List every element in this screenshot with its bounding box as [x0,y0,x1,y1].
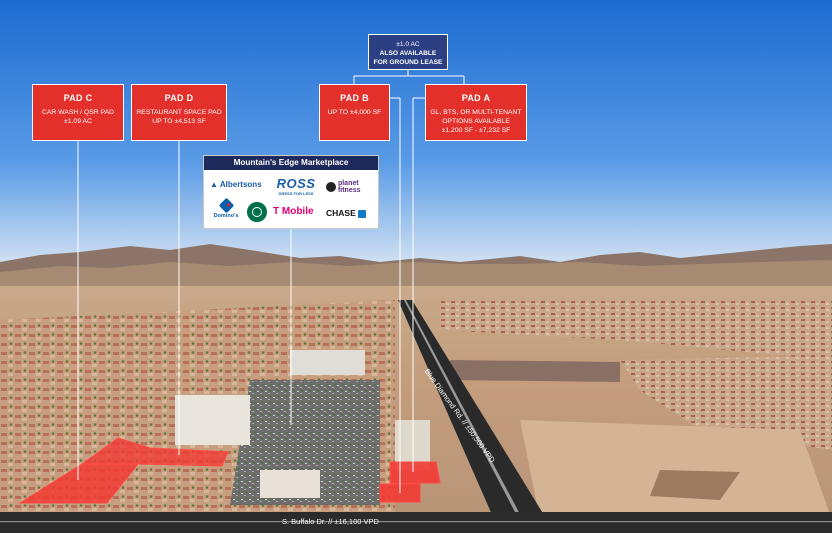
ground-lease-acreage: ±1.0 AC [396,41,420,48]
pad-d-title: PAD D [164,93,194,103]
residential-east [620,356,832,450]
anchor-building [290,350,365,375]
ross-wordmark: ROSS [276,176,316,191]
blue-diamond-road [398,300,555,533]
chase-wordmark: CHASE [326,208,356,218]
planet-fitness-logo: planet fitness [326,180,378,194]
vacant-desert-lot [520,420,832,520]
pad-d-use: RESTAURANT SPACE PAD [136,109,222,116]
dominos-logo: Domino's [210,197,242,219]
buffalo-road [0,512,832,533]
pad-b-callout: PAD B UP TO ±4,000 SF [319,84,390,141]
pad-c-title: PAD C [63,93,93,103]
ground-lease-line3: FOR GROUND LEASE [373,59,443,66]
apartments-east [450,360,620,382]
chase-logo: CHASE [326,208,367,218]
road-median [404,300,530,533]
pad-a-site [389,461,441,484]
starbucks-siren-icon [247,202,267,222]
ground-lease-line2: ALSO AVAILABLE [379,50,437,57]
pad-a-title: PAD A [461,93,491,103]
pad-d-size: UP TO ±4,513 SF [152,118,206,125]
ground-lease-box: ±1.0 AC ALSO AVAILABLE FOR GROUND LEASE [368,34,448,70]
pad-c-size: ±1.09 AC [64,118,92,125]
pad-a-callout: PAD A GL, BTS, OR MULTI-TENANT OPTIONS A… [425,84,527,141]
albertsons-logo: ▲ Albertsons [210,180,262,189]
albertsons-wordmark: Albertsons [219,180,262,189]
ross-tagline: DRESS FOR LESS [278,191,314,196]
marketplace-title: Mountain's Edge Marketplace [204,156,378,170]
planet-fitness-wordmark: planet fitness [337,180,361,194]
pad-a-size: ±1,200 SF - ±7,232 SF [441,127,511,134]
buffalo-road-label: S. Buffalo Dr. // ±16,100 VPD [282,517,379,526]
chase-octagon-icon [358,209,367,218]
graded-lot [650,470,740,500]
tmobile-logo: T Mobile [273,206,314,217]
pad-c-use: CAR WASH / QSR PAD [41,109,115,116]
pad-d-callout: PAD D RESTAURANT SPACE PAD UP TO ±4,513 … [131,84,227,141]
pad-b-title: PAD B [340,93,369,103]
buffalo-median [0,521,832,523]
pad-c-callout: PAD C CAR WASH / QSR PAD ±1.09 AC [32,84,124,141]
pad-d-site [80,437,229,467]
shops-building [260,470,320,498]
tmobile-wordmark: T Mobile [273,206,314,217]
dominos-wordmark: Domino's [213,213,239,219]
dominos-icon [218,197,234,214]
residential-northeast [440,300,832,360]
ross-logo: ROSS DRESS FOR LESS [276,176,316,196]
pad-a-use: GL, BTS, OR MULTI-TENANT [430,109,522,116]
pad-b-size: UP TO ±4,000 SF [327,109,382,116]
marketplace-card: Mountain's Edge Marketplace ▲ Albertsons… [203,155,379,229]
retail-building [175,395,250,445]
pad-a-options: OPTIONS AVAILABLE [442,118,510,125]
planet-fitness-icon [326,182,336,192]
